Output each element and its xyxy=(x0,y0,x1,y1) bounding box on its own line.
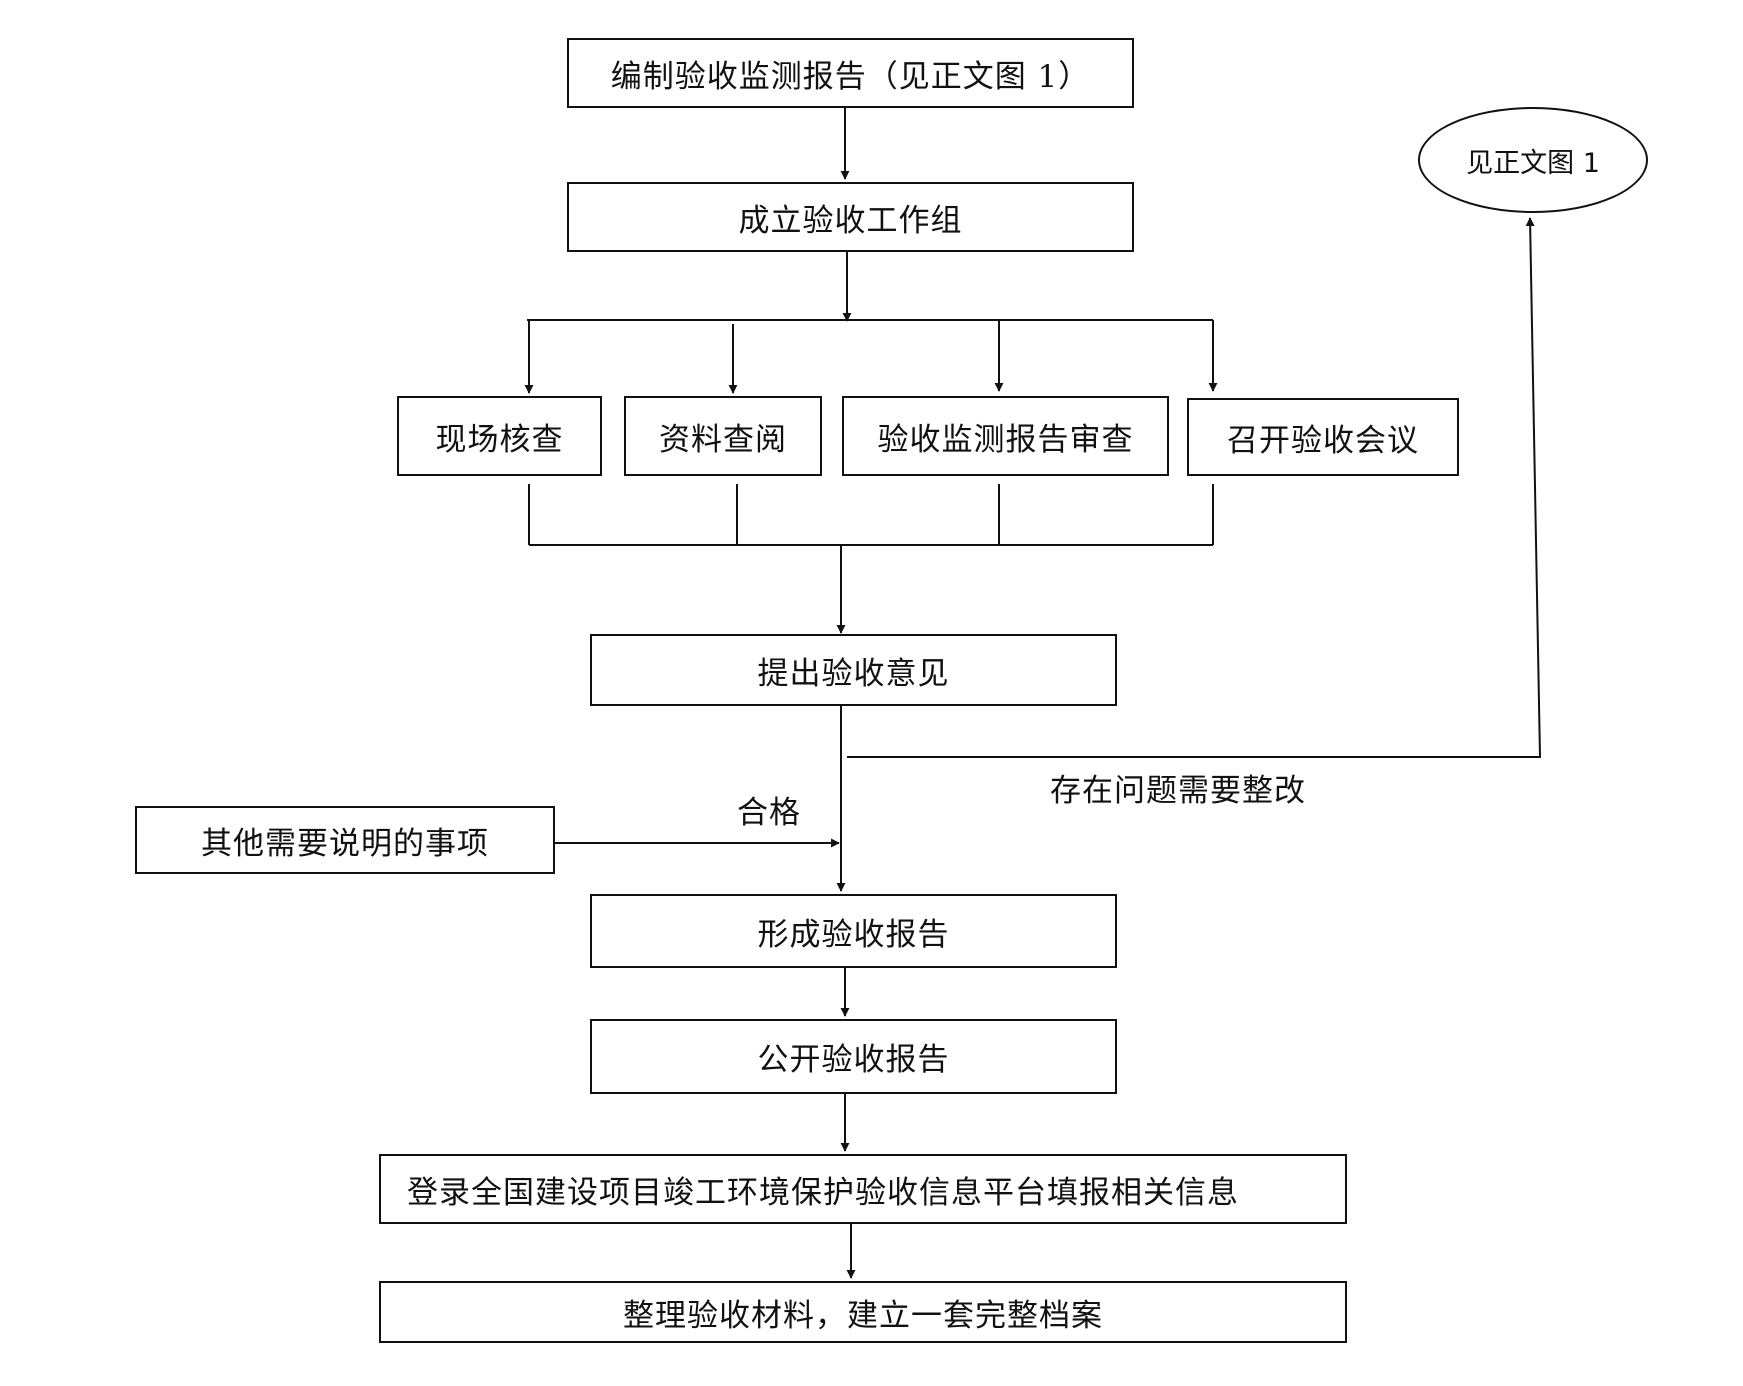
node-report-review-label: 验收监测报告审查 xyxy=(877,421,1134,458)
edge-label-qualified: 合格 xyxy=(737,795,801,831)
node-site-check: 现场核查 xyxy=(397,396,602,476)
node-publish-report: 公开验收报告 xyxy=(590,1019,1117,1094)
node-compile-report-label: 编制验收监测报告（见正文图 1） xyxy=(610,58,1091,95)
node-see-figure: 见正文图 1 xyxy=(1418,107,1648,213)
arrow-rectification-loop xyxy=(847,217,1542,758)
node-doc-review-label: 资料查阅 xyxy=(659,421,787,458)
node-form-report: 形成验收报告 xyxy=(590,894,1117,968)
node-meeting-label: 召开验收会议 xyxy=(1227,422,1419,459)
node-other-items: 其他需要说明的事项 xyxy=(135,806,555,874)
node-register-platform: 登录全国建设项目竣工环境保护验收信息平台填报相关信息 xyxy=(379,1154,1347,1224)
node-opinion-label: 提出验收意见 xyxy=(757,655,950,692)
node-doc-review: 资料查阅 xyxy=(624,396,822,476)
node-see-figure-label: 见正文图 1 xyxy=(1466,147,1600,179)
node-publish-report-label: 公开验收报告 xyxy=(757,1042,950,1078)
edge-label-needs-rectification: 存在问题需要整改 xyxy=(1050,773,1306,809)
node-report-review: 验收监测报告审查 xyxy=(842,396,1169,476)
node-other-items-label: 其他需要说明的事项 xyxy=(201,825,489,862)
node-form-group-label: 成立验收工作组 xyxy=(738,202,963,239)
node-form-group: 成立验收工作组 xyxy=(567,182,1134,252)
node-register-platform-label: 登录全国建设项目竣工环境保护验收信息平台填报相关信息 xyxy=(407,1174,1239,1211)
node-archive: 整理验收材料，建立一套完整档案 xyxy=(379,1281,1347,1343)
node-archive-label: 整理验收材料，建立一套完整档案 xyxy=(623,1297,1103,1334)
node-meeting: 召开验收会议 xyxy=(1187,398,1459,476)
node-compile-report: 编制验收监测报告（见正文图 1） xyxy=(567,38,1134,108)
node-site-check-label: 现场核查 xyxy=(435,421,564,458)
node-form-report-label: 形成验收报告 xyxy=(757,916,950,953)
node-opinion: 提出验收意见 xyxy=(590,634,1117,706)
